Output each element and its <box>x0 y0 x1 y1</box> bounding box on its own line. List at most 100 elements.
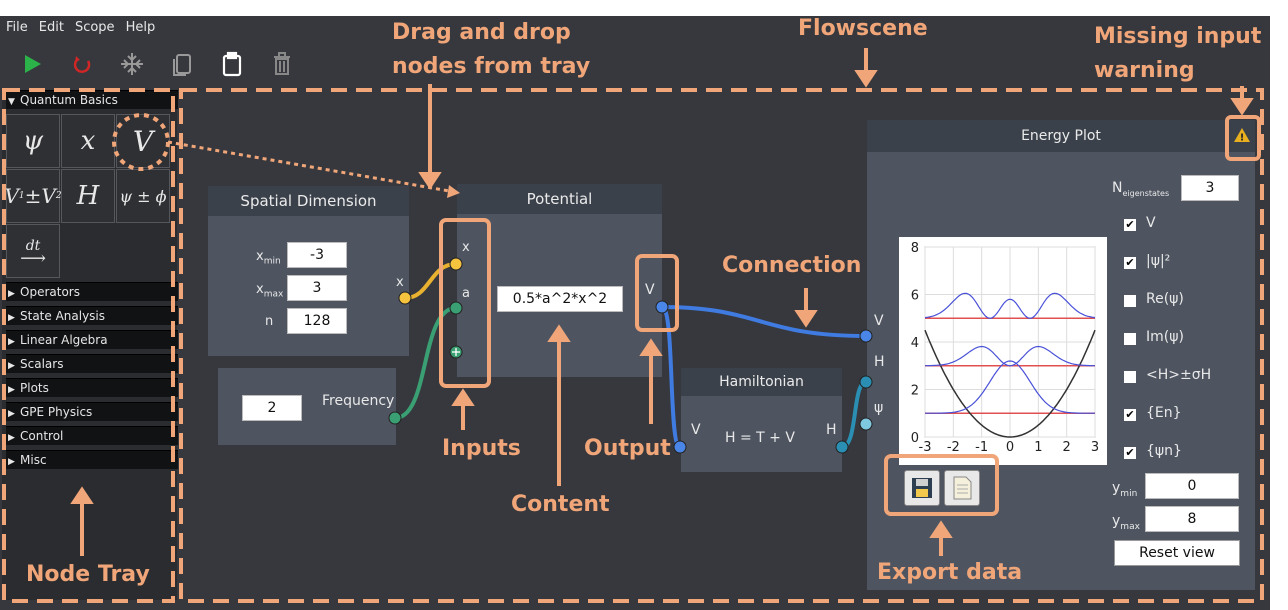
menu-scope[interactable]: Scope <box>74 20 115 35</box>
tray-category-quantum-basics[interactable]: ▼Quantum Basics <box>6 90 178 109</box>
node-title: Energy Plot <box>867 120 1255 152</box>
annotation-missing-input: Missing input warning <box>1094 24 1262 83</box>
x-output-label: x <box>396 275 404 290</box>
checkbox-3[interactable] <box>1124 333 1136 345</box>
x-input-label: x <box>462 240 470 255</box>
a-input-label: a <box>462 286 470 301</box>
checkbox-label-3: Im(ψ) <box>1146 329 1184 345</box>
frequency-label: Frequency <box>322 393 395 409</box>
xmax-label: xmax <box>256 282 284 300</box>
x-tick-label: -2 <box>947 440 960 455</box>
annotation-output: Output <box>584 436 671 461</box>
xmax-input[interactable]: 3 <box>287 275 347 301</box>
x-tick-label: 3 <box>1091 440 1099 455</box>
tray-category-state-analysis[interactable]: ▶State Analysis <box>6 306 178 325</box>
svg-text:!: ! <box>1240 133 1245 144</box>
tray-category-misc[interactable]: ▶Misc <box>6 450 178 469</box>
copy-icon[interactable] <box>168 50 196 78</box>
checkbox-label-1: |ψ|² <box>1146 253 1171 269</box>
x-tick-label: 2 <box>1063 440 1071 455</box>
annotation-export-data: Export data <box>877 560 1023 585</box>
menu-file[interactable]: File <box>6 20 28 35</box>
menu-bar: File Edit Scope Help <box>0 16 1270 40</box>
h-port-label: H <box>874 354 885 370</box>
annotation-drag-and-drop: Drag and drop nodes from tray <box>392 20 591 79</box>
y-tick-label: 4 <box>911 336 919 351</box>
psi-port-label: ψ <box>874 400 884 416</box>
warning-icon[interactable]: ! <box>1233 126 1251 144</box>
x-tick-label: 1 <box>1034 440 1042 455</box>
paste-icon[interactable] <box>218 50 246 78</box>
hamiltonian-node[interactable]: Hamiltonian <box>681 368 842 472</box>
ymin-label: ymin <box>1112 480 1138 499</box>
tray-category-gpe-physics[interactable]: ▶GPE Physics <box>6 402 178 421</box>
checkbox-5[interactable]: ✔ <box>1124 408 1136 421</box>
neigenstates-label: Neigenstates <box>1112 180 1170 198</box>
checkbox-label-5: {En} <box>1146 405 1182 421</box>
potential-tile[interactable]: V <box>116 114 170 168</box>
annotation-connection: Connection <box>722 253 862 278</box>
neigenstates-input[interactable]: 3 <box>1181 175 1239 201</box>
annotation-inputs: Inputs <box>442 436 521 461</box>
n-input[interactable]: 128 <box>287 308 347 334</box>
xmin-input[interactable]: -3 <box>287 242 347 268</box>
floppy-icon <box>912 478 932 498</box>
export-text-button[interactable] <box>944 470 980 506</box>
tray-category-operators[interactable]: ▶Operators <box>6 282 178 301</box>
tray-category-plots[interactable]: ▶Plots <box>6 378 178 397</box>
y-tick-label: 6 <box>911 289 919 304</box>
checkbox-4[interactable] <box>1124 371 1136 383</box>
n-label: n <box>265 314 274 329</box>
ymin-input[interactable]: 0 <box>1145 473 1239 499</box>
checkbox-2[interactable] <box>1124 295 1136 307</box>
time-step-tile[interactable]: dt⟶ <box>6 224 60 278</box>
h-output-label: H <box>826 422 837 438</box>
menu-edit[interactable]: Edit <box>38 20 64 35</box>
checkbox-label-0: V <box>1146 215 1156 231</box>
hamiltonian-tile[interactable]: H <box>61 169 115 223</box>
plot-background <box>899 237 1107 465</box>
y-tick-label: 0 <box>911 431 919 446</box>
reset-view-button[interactable]: Reset view <box>1114 540 1240 566</box>
checkbox-6[interactable]: ✔ <box>1124 446 1136 459</box>
x-tick-label: -3 <box>919 440 932 455</box>
layout-icon[interactable] <box>118 50 146 78</box>
run-icon[interactable] <box>18 50 46 78</box>
delete-icon[interactable] <box>268 50 296 78</box>
x-tile[interactable]: x <box>61 114 115 168</box>
xmin-label: xmin <box>256 249 281 267</box>
y-tick-label: 2 <box>911 384 919 399</box>
ymax-input[interactable]: 8 <box>1145 506 1239 532</box>
checkbox-label-2: Re(ψ) <box>1146 291 1184 307</box>
node-title: Potential <box>457 184 662 214</box>
tray-category-scalars[interactable]: ▶Scalars <box>6 354 178 373</box>
psiphi-tile[interactable]: ψ ± ϕ <box>116 169 170 223</box>
tray-category-linear-algebra[interactable]: ▶Linear Algebra <box>6 330 178 349</box>
checkbox-label-4: <H>±σH <box>1146 367 1212 383</box>
menu-help[interactable]: Help <box>125 20 156 35</box>
annotation-content: Content <box>511 492 610 517</box>
document-icon <box>953 476 972 500</box>
x-tick-label: -1 <box>975 440 988 455</box>
checkbox-1[interactable]: ✔ <box>1124 256 1136 269</box>
checkbox-0[interactable]: ✔ <box>1124 218 1136 231</box>
v-input-label: V <box>691 422 701 438</box>
save-data-button[interactable] <box>904 470 940 506</box>
v-output-label: V <box>645 282 655 298</box>
stop-icon[interactable] <box>68 50 96 78</box>
frequency-input[interactable]: 2 <box>242 395 302 421</box>
node-title: Hamiltonian <box>681 368 842 396</box>
hamiltonian-expression: H = T + V <box>725 430 795 446</box>
tray-category-control[interactable]: ▶Control <box>6 426 178 445</box>
y-tick-label: 8 <box>911 241 919 256</box>
potential-node[interactable]: Potential <box>457 184 662 377</box>
psi-tile[interactable]: ψ <box>6 114 60 168</box>
node-title: Spatial Dimension <box>208 186 409 216</box>
checkbox-label-6: {ψn} <box>1146 443 1182 459</box>
annotation-node-tray: Node Tray <box>26 562 150 587</box>
annotation-flowscene: Flowscene <box>798 16 928 41</box>
potential-expression-input[interactable]: 0.5*a^2*x^2 <box>497 286 623 312</box>
